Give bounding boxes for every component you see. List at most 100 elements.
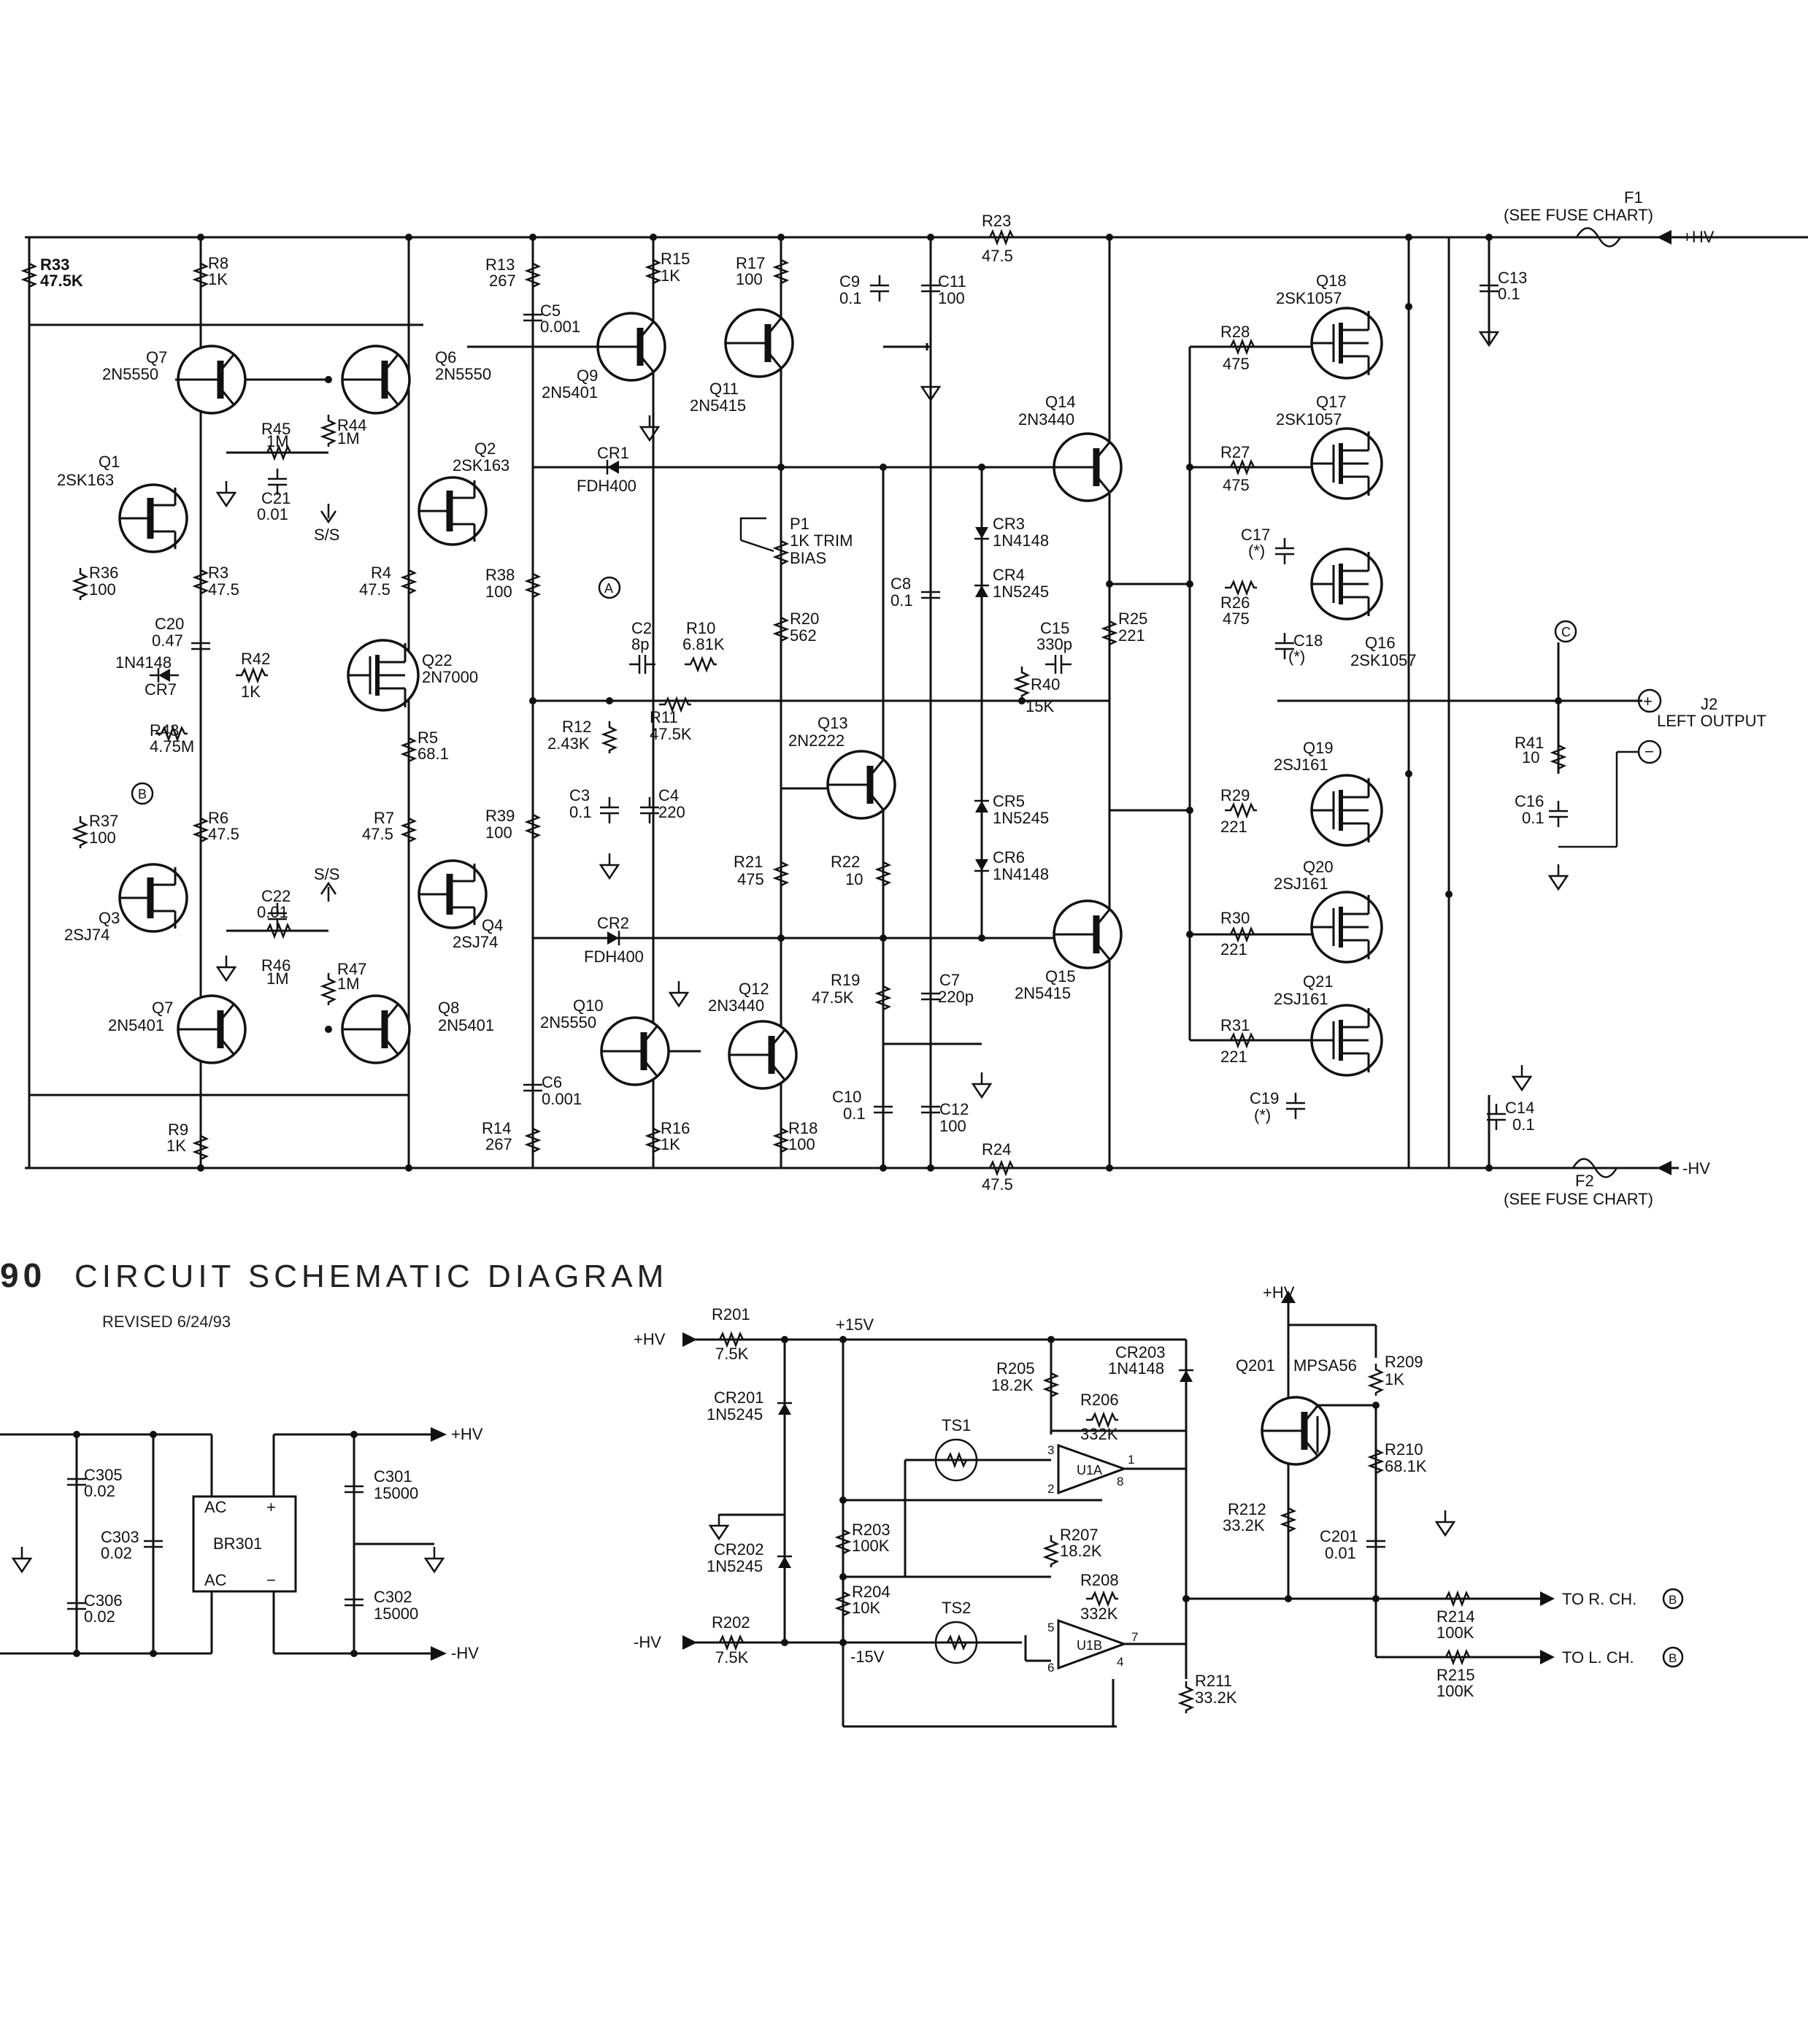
label-bias-pos-hv: +HV <box>634 1330 666 1348</box>
label-r21-value: 475 <box>737 870 764 888</box>
label-q201: Q201 <box>1236 1356 1275 1375</box>
label-r33-value: 47.5K <box>40 272 83 290</box>
q3-symbol <box>120 864 187 931</box>
label-r10-value: 6.81K <box>682 635 725 653</box>
label-ps-pos-hv: +HV <box>451 1425 483 1443</box>
label-br-minus: − <box>266 1571 276 1589</box>
label-to-l-marker: B <box>1669 1651 1677 1665</box>
q5-symbol <box>178 346 245 413</box>
label-r31: R31 <box>1220 1016 1250 1034</box>
label-cr202: CR202 <box>714 1540 763 1559</box>
label-c16-value: 0.1 <box>1522 809 1545 827</box>
label-q8-part: 2N5401 <box>438 1016 494 1034</box>
label-r211: R211 <box>1195 1672 1232 1690</box>
label-q12-part: 2N3440 <box>708 996 764 1015</box>
label-r27-value: 475 <box>1223 476 1250 494</box>
label-c7-value: 220p <box>938 988 974 1006</box>
label-r205-value: 18.2K <box>991 1376 1034 1394</box>
label-c17-value: (*) <box>1248 542 1265 560</box>
label-q18-part: 2SK1057 <box>1276 289 1342 307</box>
label-cr1-part: FDH400 <box>577 477 636 495</box>
r207-symbol <box>1044 1534 1058 1569</box>
fuse-f2 <box>1572 1158 1618 1178</box>
label-c201: C201 <box>1320 1527 1358 1545</box>
label-r11-value: 47.5K <box>650 725 692 743</box>
label-r30-value: 221 <box>1220 940 1247 958</box>
label-q5: Q7 <box>146 348 167 366</box>
label-c5-value: 0.001 <box>540 318 580 336</box>
label-c14-value: 0.1 <box>1512 1115 1535 1134</box>
q4-symbol <box>419 861 486 928</box>
label-r33: R33 <box>40 256 69 274</box>
title-model: 90 <box>0 1256 46 1294</box>
q18-symbol <box>1312 308 1382 378</box>
cr202-symbol <box>776 1546 793 1578</box>
label-cr6-part: 1N4148 <box>993 865 1049 883</box>
gnd-q10 <box>669 980 689 1007</box>
label-ts2: TS2 <box>942 1599 971 1617</box>
r208-symbol <box>1085 1591 1120 1606</box>
label-r9-value: 1K <box>166 1137 186 1155</box>
label-r214-value: 100K <box>1436 1624 1474 1642</box>
label-r31-value: 221 <box>1220 1048 1247 1066</box>
c19-symbol <box>1285 1091 1307 1121</box>
label-q16: Q16 <box>1365 634 1396 652</box>
q11-symbol <box>726 310 793 377</box>
label-q20-part: 2SJ161 <box>1274 875 1328 893</box>
q20-symbol <box>1312 892 1382 962</box>
br301-symbol <box>192 1495 297 1593</box>
label-c22-value: 0.01 <box>257 903 288 921</box>
label-u1b: U1B <box>1077 1638 1102 1653</box>
label-r39-value: 100 <box>485 823 512 842</box>
bias-circuit-section <box>682 1291 1555 1728</box>
label-r207-value: 18.2K <box>1060 1542 1102 1560</box>
label-c21: C21 <box>261 489 291 507</box>
label-r212: R212 <box>1228 1500 1266 1518</box>
label-cr201: CR201 <box>714 1388 763 1407</box>
label-c16: C16 <box>1515 792 1544 810</box>
label-neg-hv: -HV <box>1682 1159 1710 1177</box>
label-c2: C2 <box>631 619 652 637</box>
label-c11-value: 100 <box>938 289 965 307</box>
label-r43-value: 4.75M <box>150 737 194 756</box>
label-q1-part: 2SK163 <box>57 471 114 489</box>
label-q9-part: 2N5401 <box>542 383 598 402</box>
label-cr5: CR5 <box>993 792 1025 810</box>
r29-symbol <box>1223 803 1258 818</box>
label-r44: R44 <box>337 416 366 434</box>
label-q15-part: 2N5415 <box>1015 984 1071 1002</box>
label-c12-value: 100 <box>939 1117 966 1135</box>
label-r214: R214 <box>1436 1607 1475 1626</box>
label-q18: Q18 <box>1316 272 1347 290</box>
q14-symbol <box>1054 434 1121 501</box>
label-c15: C15 <box>1040 619 1069 637</box>
r10-symbol <box>683 657 718 672</box>
label-p1: P1 <box>790 515 809 533</box>
label-r11: R11 <box>650 708 678 726</box>
label-q14-part: 2N3440 <box>1018 410 1074 429</box>
capacitor-labels: C5 0.001 C9 0.1 C11 100 C13 0.1 C21 0.01… <box>84 269 1545 1626</box>
label-c8-value: 0.1 <box>890 591 913 610</box>
label-r22: R22 <box>831 853 860 871</box>
label-r25-value: 221 <box>1118 626 1145 645</box>
label-q2: Q2 <box>474 439 496 458</box>
label-r202: R202 <box>712 1613 750 1632</box>
label-cr2: CR2 <box>597 914 629 932</box>
gnd-q9 <box>639 414 660 442</box>
label-br-ac-top: AC <box>204 1498 227 1516</box>
label-r15: R15 <box>661 250 690 268</box>
label-r29: R29 <box>1220 786 1250 804</box>
label-cr203: CR203 <box>1115 1343 1165 1361</box>
label-q3-part: 2SJ74 <box>64 926 109 944</box>
label-r215: R215 <box>1436 1666 1475 1684</box>
label-pin-6: 6 <box>1047 1661 1054 1675</box>
q7-symbol <box>178 996 245 1063</box>
label-c301: C301 <box>374 1467 412 1486</box>
revision-date: REVISED 6/24/93 <box>102 1313 231 1331</box>
label-c3: C3 <box>569 786 590 804</box>
label-r209-value: 1K <box>1385 1370 1404 1388</box>
label-p1-name: BIAS <box>790 549 826 567</box>
label-c9-value: 0.1 <box>839 289 862 307</box>
label-c20: C20 <box>155 615 184 633</box>
label-r4-value: 47.5 <box>359 580 391 599</box>
